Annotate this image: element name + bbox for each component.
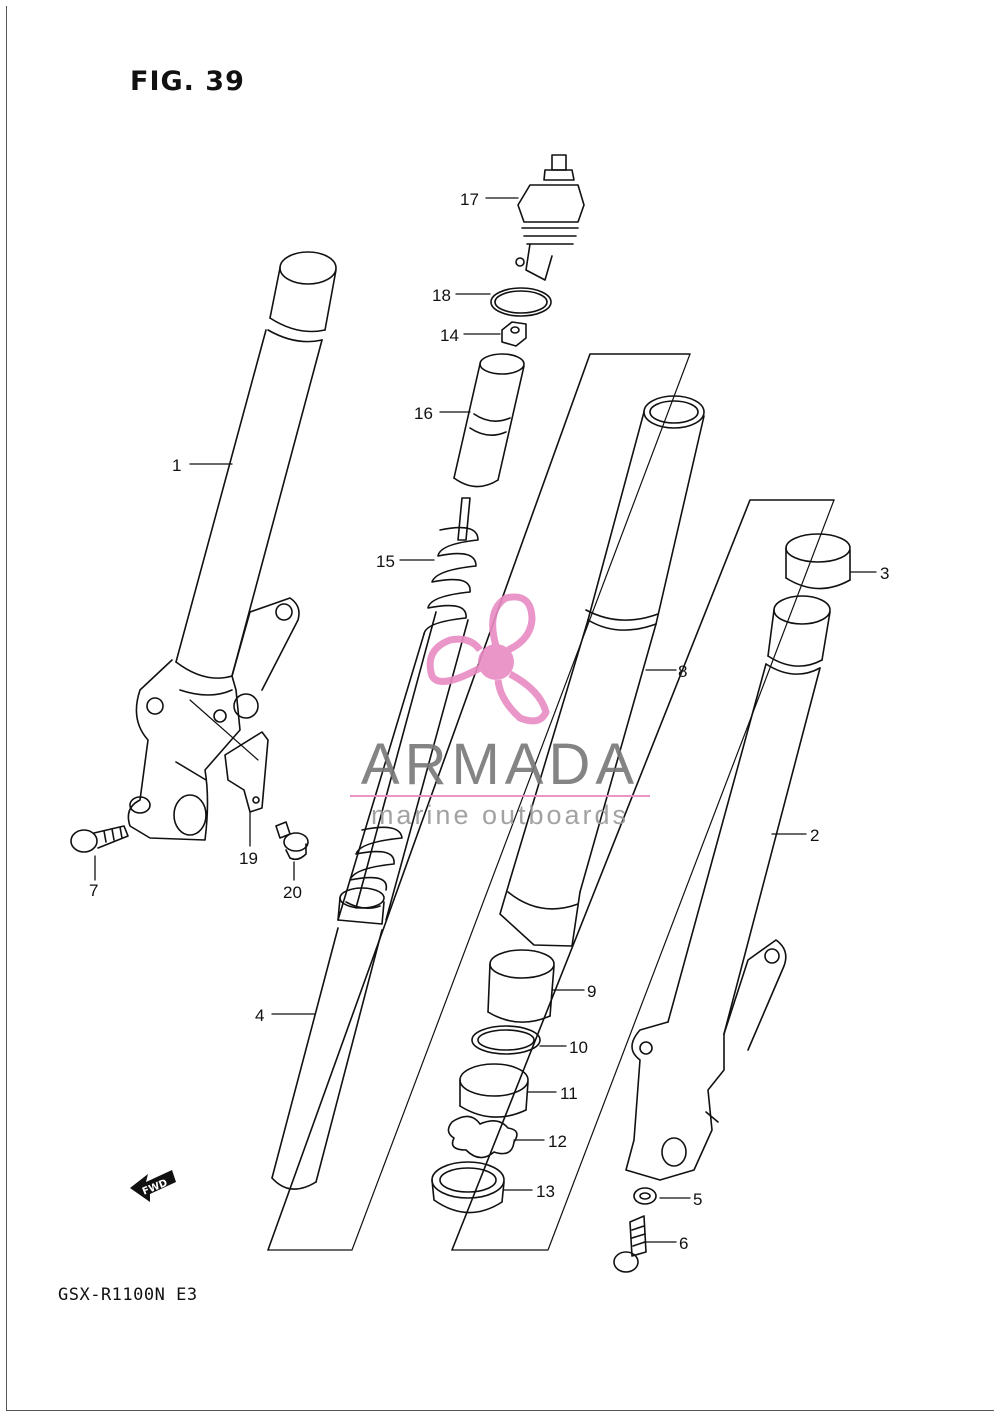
propeller-hub-icon <box>478 644 514 680</box>
callout-15: 15 <box>376 552 395 571</box>
part-6-bolt <box>613 1215 647 1273</box>
callout-12: 12 <box>548 1132 567 1151</box>
callout-labels: 1 2 3 4 5 6 7 8 9 10 11 12 13 14 15 16 1… <box>89 190 889 1253</box>
page-frame <box>6 6 994 1411</box>
callout-8: 8 <box>678 662 687 681</box>
leader-dash <box>189 699 259 761</box>
part-18-o-ring <box>490 287 552 317</box>
group-frame-left-outer <box>267 353 691 1251</box>
part-5-washer-inner <box>639 1192 651 1200</box>
figure-title: FIG. 39 <box>130 66 245 97</box>
callout-3: 3 <box>880 564 889 583</box>
part-8-outer-tube-right <box>499 395 705 947</box>
watermark-tagline: marine outboards <box>371 800 629 830</box>
watermark-logo: ARMADA marine outboards <box>350 593 650 830</box>
part-17-cap-bolt <box>515 154 585 281</box>
propeller-blade-left <box>426 635 483 685</box>
callout-5: 5 <box>693 1190 702 1209</box>
group-frame-left-inner <box>267 353 691 1251</box>
callout-16: 16 <box>414 404 433 423</box>
watermark-brand: ARMADA <box>361 732 639 797</box>
callout-18: 18 <box>432 286 451 305</box>
part-4-inner-tube <box>271 887 385 1190</box>
part-19-bracket <box>224 731 269 813</box>
part-2-outer-tube-right-leg <box>625 595 831 1181</box>
fwd-direction-badge: FWD <box>130 1170 176 1202</box>
part-18-o-ring-inner <box>494 290 548 314</box>
part-11-slide-bushing <box>459 1063 529 1118</box>
callout-7: 7 <box>89 881 98 900</box>
part-12-circlip <box>447 1115 518 1159</box>
propeller-blade-right <box>494 670 550 725</box>
callout-14: 14 <box>440 326 459 345</box>
model-code: GSX-R1100N E3 <box>58 1285 198 1305</box>
callout-20: 20 <box>283 883 302 902</box>
part-5-washer <box>633 1187 657 1205</box>
propeller-blade-top <box>489 593 536 654</box>
part-15-spring-rod <box>337 497 479 921</box>
part-10-washer <box>471 1025 541 1055</box>
part-16-spacer <box>453 353 525 488</box>
callout-17: 17 <box>460 190 479 209</box>
callout-2: 2 <box>810 826 819 845</box>
callout-4: 4 <box>255 1006 264 1025</box>
callout-leaders <box>94 197 877 1243</box>
part-3-dust-seal <box>785 533 851 590</box>
part-14-nut <box>501 321 527 347</box>
callout-1: 1 <box>172 456 181 475</box>
callout-13: 13 <box>536 1182 555 1201</box>
part-1-outer-tube-left <box>127 251 337 841</box>
group-frame-right-inner <box>451 499 835 1251</box>
callout-6: 6 <box>679 1234 688 1253</box>
part-9-bushing <box>487 949 555 1023</box>
group-frame-right-outer <box>451 499 835 1251</box>
callout-10: 10 <box>569 1038 588 1057</box>
part-13-oil-seal <box>431 1161 505 1214</box>
callout-11: 11 <box>560 1084 578 1103</box>
callout-9: 9 <box>587 982 596 1001</box>
part-7-bolt <box>70 825 129 853</box>
part-10-washer-inner <box>477 1029 535 1051</box>
callout-19: 19 <box>239 849 258 868</box>
part-20-bolt <box>275 821 309 861</box>
